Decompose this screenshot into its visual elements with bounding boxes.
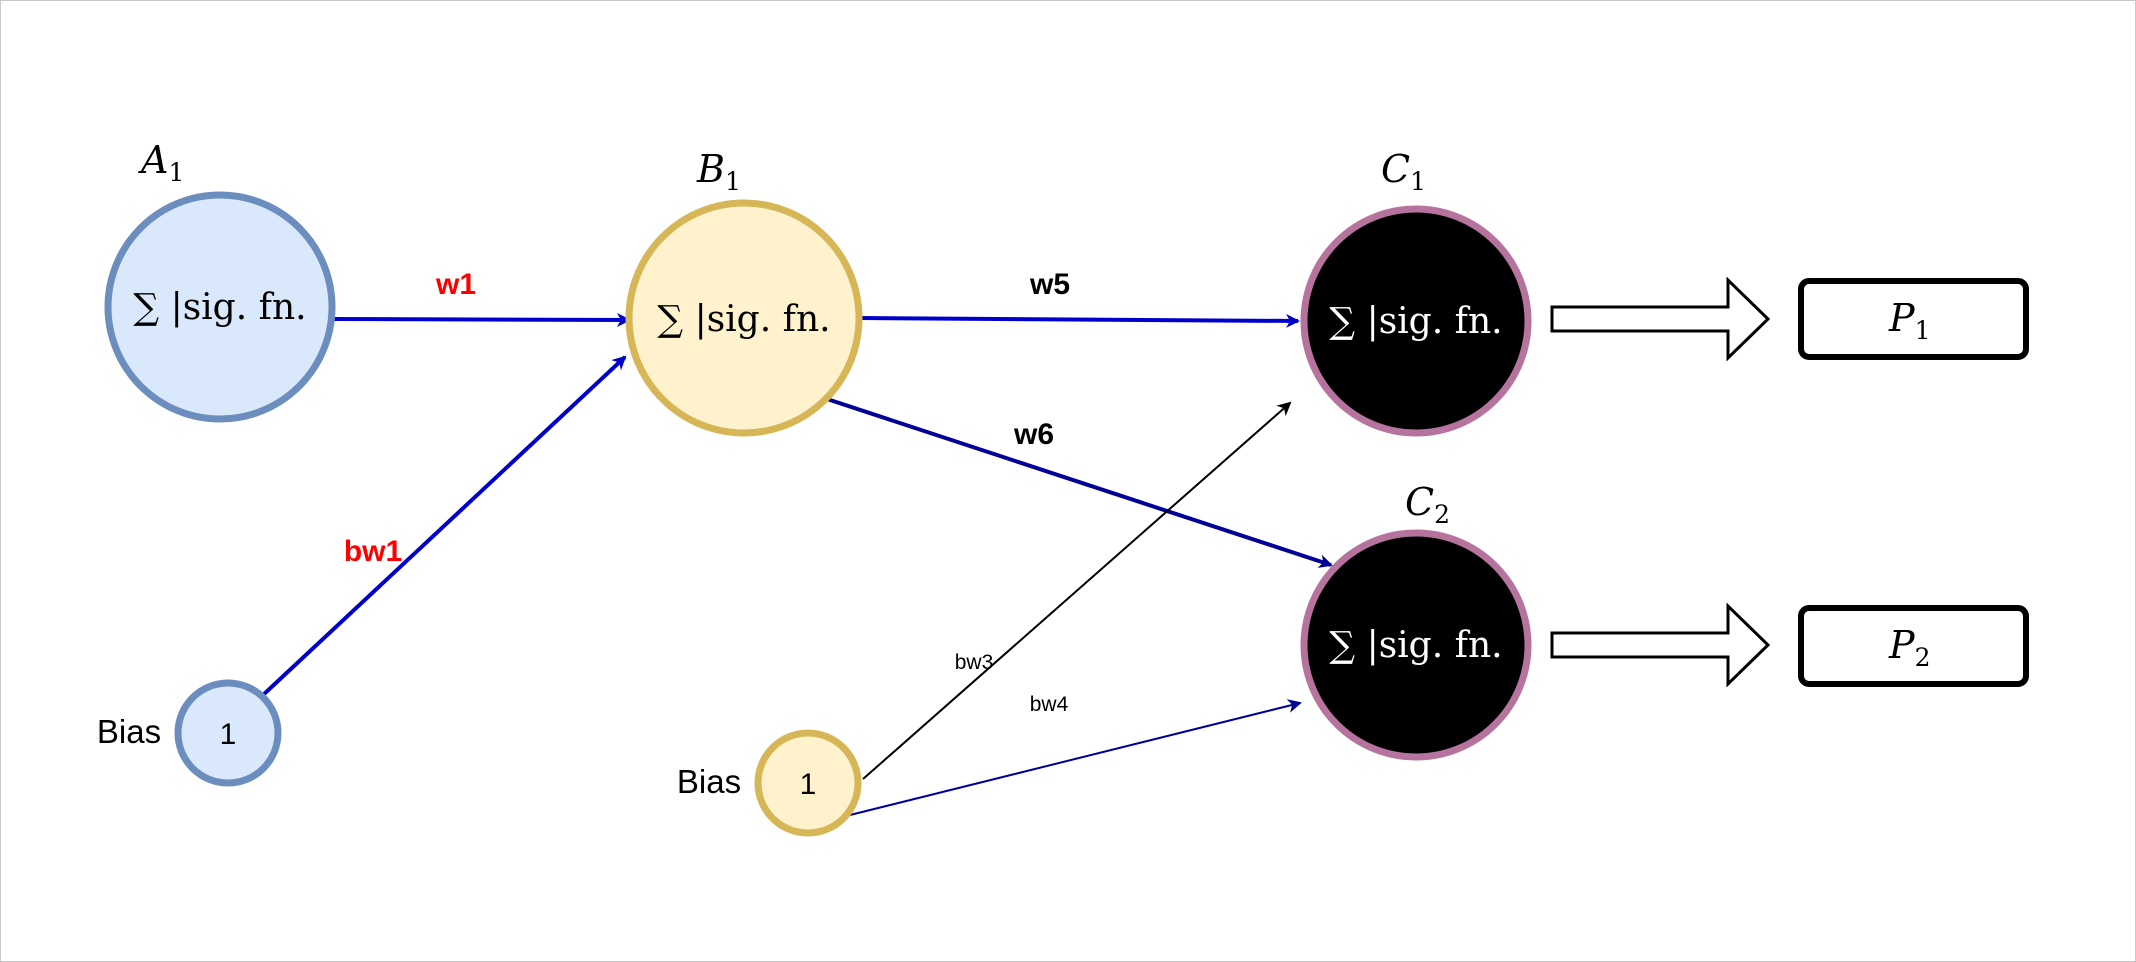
edge-w6 [826,397,1333,568]
output-box-p2-label: P2 [1888,623,1930,672]
edge-label-w6: w6 [1013,418,1054,451]
edge-label-w1: w1 [435,268,476,301]
node-b1-function-label: ∑ |sig. fn. [657,299,830,340]
edge-label-bw4: bw4 [1030,693,1069,716]
output-box-p1: P1 [1798,278,2029,360]
node-b1-title: B1 [696,147,741,196]
node-c1-title: C1 [1381,147,1426,196]
output-arrow-2-icon [1550,602,1771,688]
edge-w1 [333,312,631,327]
output-box-p2: P2 [1798,605,2029,687]
edge-w5 [858,313,1300,328]
bias-node-2-value: 1 [800,768,817,801]
node-a1: ∑ |sig. fn. [104,191,336,423]
edge-label-bw3: bw3 [955,651,994,674]
node-a1-function-label: ∑ |sig. fn. [133,287,306,328]
bias-node-1-label: Bias [97,713,161,750]
edge-label-bw1: bw1 [344,535,402,568]
edge-bw3 [862,401,1292,780]
edge-bw1 [261,355,627,697]
node-c2-title: C2 [1405,480,1450,529]
edge-label-w5: w5 [1029,268,1070,301]
edge-bw4 [849,699,1302,816]
bias-node-1: 1 [174,679,282,787]
node-b1: ∑ |sig. fn. [625,199,863,437]
bias-node-2-label: Bias [677,763,741,800]
output-box-p1-label: P1 [1888,296,1930,345]
bias-node-1-value: 1 [220,718,237,751]
node-c2-function-label: ∑ |sig. fn. [1329,625,1502,666]
node-c2: ∑ |sig. fn. [1300,529,1532,761]
node-c1-function-label: ∑ |sig. fn. [1329,301,1502,342]
output-arrow-1-icon [1550,276,1771,362]
node-a1-title: A1 [138,138,184,187]
node-c1: ∑ |sig. fn. [1300,205,1532,437]
bias-node-2: 1 [754,729,862,837]
